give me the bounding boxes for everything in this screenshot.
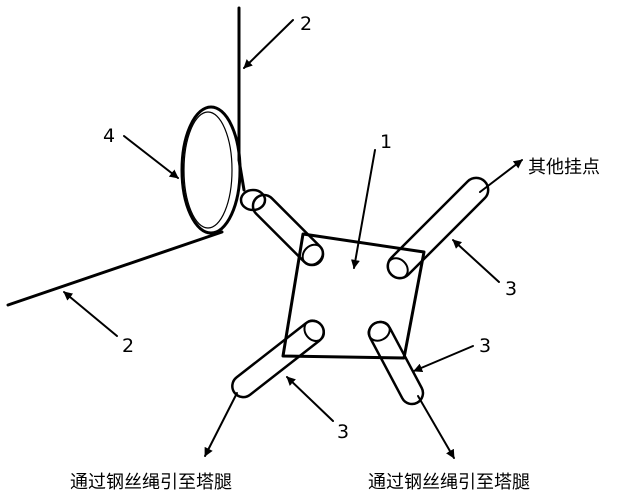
shackle-upper-right (386, 176, 490, 280)
leader-3-upper-right (452, 239, 500, 283)
shackle-lower-right (367, 320, 425, 406)
label-2-top: 2 (300, 13, 312, 35)
connecting-plate (281, 232, 426, 360)
arrow-to-leg-right (417, 395, 455, 459)
arrow-to-other-point (479, 159, 523, 193)
leader-2-left (63, 291, 118, 337)
caption-to-leg-left: 通过钢丝绳引至塔腿 (70, 472, 232, 493)
ring (180, 105, 242, 235)
leader-2-top (243, 19, 294, 69)
shackle-upper-left (251, 193, 325, 267)
label-4: 4 (103, 125, 115, 147)
caption-other-point: 其他挂点 (528, 157, 600, 178)
label-3-lower-left: 3 (337, 421, 349, 443)
leader-3-lower-right (413, 345, 474, 372)
leader-4 (123, 135, 179, 179)
label-3-lower-right: 3 (479, 335, 491, 357)
wire-rope-diagonal (6, 230, 224, 307)
label-1: 1 (380, 131, 392, 153)
leader-3-lower-left (286, 376, 334, 422)
leader-1 (350, 149, 376, 269)
label-3-upper-right: 3 (505, 278, 517, 300)
arrow-to-leg-left (204, 392, 238, 457)
label-2-left: 2 (122, 335, 134, 357)
caption-to-leg-right: 通过钢丝绳引至塔腿 (368, 472, 530, 493)
shackle-lower-left (231, 319, 326, 399)
